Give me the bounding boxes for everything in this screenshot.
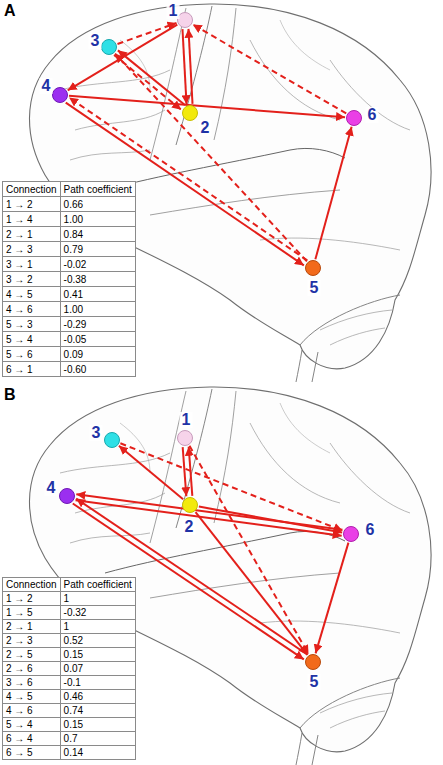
table-cell: 4 → 6 [3, 704, 60, 717]
table-cell: -0.38 [61, 272, 135, 286]
table-cell: 6 → 4 [3, 732, 60, 745]
connection-arrow [68, 25, 178, 91]
panel-letter: B [4, 386, 16, 404]
region-node: 4 [52, 87, 68, 103]
table-cell: -0.02 [61, 257, 135, 271]
region-number: 4 [45, 480, 58, 496]
table-cell: 2 → 3 [3, 242, 60, 256]
region-node: 3 [104, 432, 120, 448]
table-cell: 1 → 2 [3, 197, 60, 211]
table-cell: 5 → 6 [3, 347, 60, 361]
table-cell: 0.15 [61, 718, 135, 731]
region-number: 5 [308, 280, 321, 296]
table-cell: 0.84 [61, 227, 135, 241]
connection-arrow [182, 29, 186, 104]
region-number: 6 [366, 107, 379, 123]
region-node: 1 [177, 430, 193, 446]
connection-arrow [76, 494, 342, 530]
table-cell: 1 [61, 592, 135, 605]
region-number: 1 [167, 3, 180, 19]
region-number: 3 [89, 33, 102, 49]
table-cell: 5 → 4 [3, 718, 60, 731]
region-number: 5 [308, 674, 321, 690]
table-cell: 0.74 [61, 704, 135, 717]
table-header: Path coefficient [61, 578, 135, 591]
table-cell: 1 [61, 620, 135, 633]
table-cell: 1.00 [61, 212, 135, 226]
region-number: 4 [40, 78, 53, 94]
region-node: 2 [182, 497, 198, 513]
region-number: 2 [183, 519, 196, 535]
table-cell: 4 → 6 [3, 302, 60, 316]
table-cell: 2 → 3 [3, 634, 60, 647]
table-cell: 5 → 3 [3, 317, 60, 331]
table-header: Connection [3, 182, 60, 196]
table-cell: 0.41 [61, 287, 135, 301]
table-cell: 4 → 5 [3, 690, 60, 703]
table-cell: 1 → 5 [3, 606, 60, 619]
coefficient-table: ConnectionPath coefficient1 → 211 → 5-0.… [2, 577, 136, 760]
table-cell: 0.66 [61, 197, 135, 211]
connection-arrow [188, 29, 192, 104]
connection-arrow [117, 23, 176, 44]
region-node: 4 [59, 488, 75, 504]
region-number: 3 [90, 425, 103, 441]
region-number: 1 [180, 412, 193, 428]
coefficient-table: ConnectionPath coefficient1 → 20.661 → 4… [2, 181, 136, 377]
table-header: Path coefficient [61, 182, 135, 196]
region-number: 2 [199, 120, 212, 136]
table-cell: -0.1 [61, 676, 135, 689]
table-cell: 0.79 [61, 242, 135, 256]
region-node: 6 [346, 110, 362, 126]
table-cell: 2 → 5 [3, 648, 60, 661]
table-cell: -0.05 [61, 332, 135, 346]
table-cell: 3 → 6 [3, 676, 60, 689]
region-number: 6 [364, 522, 377, 538]
table-cell: 0.52 [61, 634, 135, 647]
brain-outline [29, 4, 431, 382]
table-cell: 3 → 1 [3, 257, 60, 271]
connection-arrow [115, 54, 307, 262]
region-node: 6 [343, 526, 359, 542]
region-node: 3 [101, 39, 117, 55]
connection-arrow [120, 443, 342, 530]
connection-arrow [118, 50, 185, 105]
table-cell: 6 → 1 [3, 362, 60, 376]
table-cell: -0.32 [61, 606, 135, 619]
region-node: 2 [182, 105, 198, 121]
table-cell: 0.07 [61, 662, 135, 675]
table-cell: 3 → 2 [3, 272, 60, 286]
table-cell: 0.15 [61, 648, 135, 661]
connection-arrow [119, 446, 183, 499]
connection-arrow [315, 127, 351, 260]
table-cell: 2 → 6 [3, 662, 60, 675]
region-node: 5 [305, 654, 321, 670]
table-cell: 2 → 1 [3, 620, 60, 633]
brain-outline [29, 387, 431, 765]
table-cell: 2 → 1 [3, 227, 60, 241]
connection-arrow [196, 512, 308, 655]
connection-arrow [69, 96, 345, 118]
table-cell: 6 → 5 [3, 746, 60, 759]
connection-arrow [76, 500, 342, 536]
table-cell: 0.09 [61, 347, 135, 361]
table-cell: 1.00 [61, 302, 135, 316]
table-cell: 5 → 4 [3, 332, 60, 346]
table-cell: 4 → 5 [3, 287, 60, 301]
table-cell: -0.29 [61, 317, 135, 331]
connection-arrow [316, 543, 349, 654]
region-node: 1 [177, 12, 193, 28]
table-cell: -0.60 [61, 362, 135, 376]
connection-arrow [183, 447, 187, 496]
table-cell: 0.14 [61, 746, 135, 759]
region-node: 5 [305, 260, 321, 276]
table-cell: 1 → 4 [3, 212, 60, 226]
table-cell: 0.7 [61, 732, 135, 745]
panel-letter: A [4, 2, 16, 20]
table-cell: 0.46 [61, 690, 135, 703]
connection-arrow [193, 25, 346, 114]
table-header: Connection [3, 578, 60, 591]
table-cell: 1 → 2 [3, 592, 60, 605]
